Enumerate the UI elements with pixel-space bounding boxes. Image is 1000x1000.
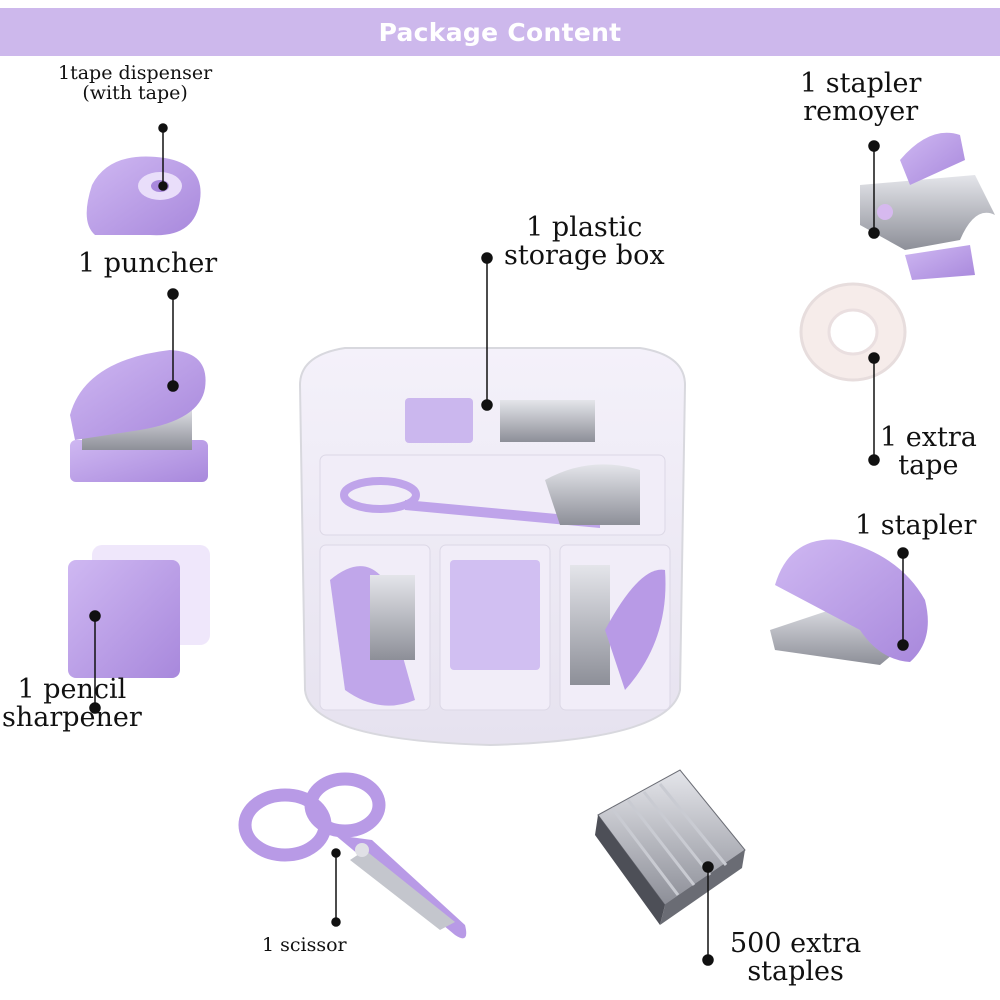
stapler-icon	[770, 539, 928, 665]
package-content-banner: Package Content	[0, 8, 1000, 56]
pointer-lines	[89, 123, 909, 966]
storage-box-icon	[298, 347, 687, 747]
extra-staples-icon	[595, 769, 746, 925]
puncher-icon	[70, 350, 208, 482]
label-extra-staples: 500 extra staples	[730, 928, 862, 988]
extra-tape-icon	[799, 282, 907, 382]
tape-dispenser-icon	[86, 156, 201, 236]
label-scissor: 1 scissor	[262, 934, 347, 956]
pencil-sharpener-icon	[68, 545, 210, 678]
label-pencil-sharpener: 1 pencil sharpener	[2, 674, 142, 734]
label-storage-box: 1 plastic storage box	[504, 212, 665, 272]
label-stapler-remover: 1 stapler remoyer	[800, 68, 922, 128]
scissor-icon	[238, 772, 467, 939]
stapler-remover-icon	[860, 132, 995, 280]
label-puncher: 1 puncher	[78, 248, 218, 279]
label-stapler: 1 stapler	[855, 510, 977, 541]
label-tape-dispenser: 1tape dispenser (with tape)	[58, 62, 213, 104]
banner-title: Package Content	[378, 17, 622, 47]
label-extra-tape: 1 extra tape	[880, 422, 977, 482]
